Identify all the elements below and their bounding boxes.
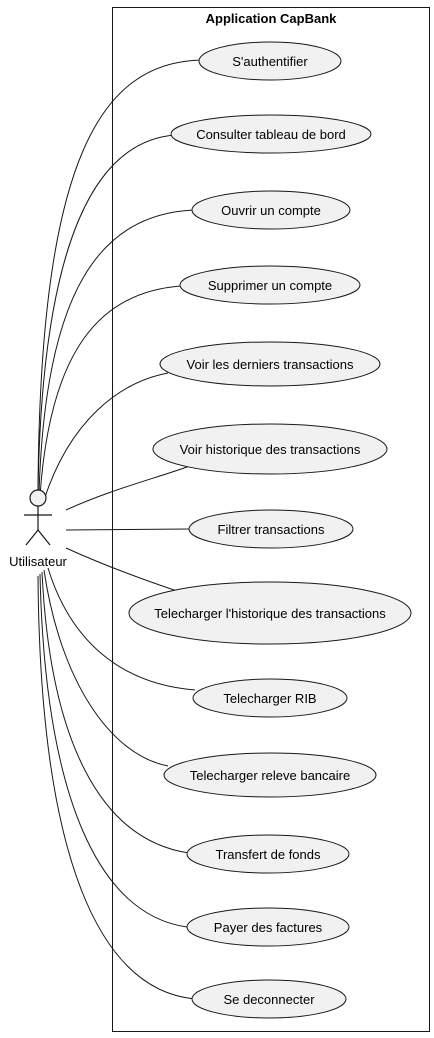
use-case-telecharger-historique xyxy=(128,581,412,645)
use-case-label: Se deconnecter xyxy=(223,992,315,1007)
assoc-filtrer xyxy=(65,528,191,531)
use-case-label: Supprimer un compte xyxy=(208,278,332,293)
assoc-rib xyxy=(47,567,196,691)
assoc-deconnecter xyxy=(37,575,196,1000)
assoc-telecharger-historique xyxy=(65,547,181,593)
actor-leg-left xyxy=(25,529,39,546)
actor-label: Utilisateur xyxy=(9,554,67,569)
use-case-label: S'authentifier xyxy=(232,54,308,69)
assoc-authentifier xyxy=(37,59,203,491)
use-case-label: Filtrer transactions xyxy=(218,522,325,537)
use-case-label: Payer des factures xyxy=(214,920,323,935)
use-case-label: Transfert de fonds xyxy=(215,847,321,862)
assoc-tableau-de-bord xyxy=(37,134,177,493)
use-case-derniers-transactions xyxy=(159,341,381,387)
use-case-label: Telecharger l'historique des transaction… xyxy=(154,606,386,621)
assoc-historique-transactions xyxy=(65,465,191,511)
actor-leg-right xyxy=(37,529,51,546)
assoc-ouvrir-compte xyxy=(38,209,194,495)
assoc-factures xyxy=(39,573,188,928)
use-case-ouvrir-compte xyxy=(191,190,351,230)
use-case-label: Telecharger releve bancaire xyxy=(190,768,350,783)
use-case-factures xyxy=(186,907,350,947)
use-cases: S'authentifier Consulter tableau de bord… xyxy=(128,41,412,1019)
use-case-transfert xyxy=(186,834,350,874)
assoc-supprimer-compte xyxy=(39,285,182,497)
use-case-label: Voir historique des transactions xyxy=(180,442,361,457)
use-case-tableau-de-bord xyxy=(170,114,372,154)
system-title: Application CapBank xyxy=(206,11,338,26)
use-case-authentifier xyxy=(198,41,342,81)
assoc-derniers-transactions xyxy=(43,372,169,501)
actor-figure xyxy=(24,489,52,546)
assoc-releve xyxy=(43,569,169,767)
use-case-label: Telecharger RIB xyxy=(223,691,316,706)
system-boundary xyxy=(112,7,430,1032)
use-case-historique-transactions xyxy=(152,423,388,475)
associations xyxy=(37,59,203,1000)
use-case-label: Voir les derniers transactions xyxy=(187,357,354,372)
assoc-transfert xyxy=(41,571,190,854)
use-case-supprimer-compte xyxy=(179,265,361,305)
use-case-label: Ouvrir un compte xyxy=(221,203,321,218)
use-case-filtrer xyxy=(188,509,354,549)
use-case-label: Consulter tableau de bord xyxy=(196,127,346,142)
use-case-rib xyxy=(192,678,348,718)
use-case-deconnecter xyxy=(191,979,347,1019)
use-case-releve xyxy=(163,752,377,798)
actor-head xyxy=(29,489,47,507)
